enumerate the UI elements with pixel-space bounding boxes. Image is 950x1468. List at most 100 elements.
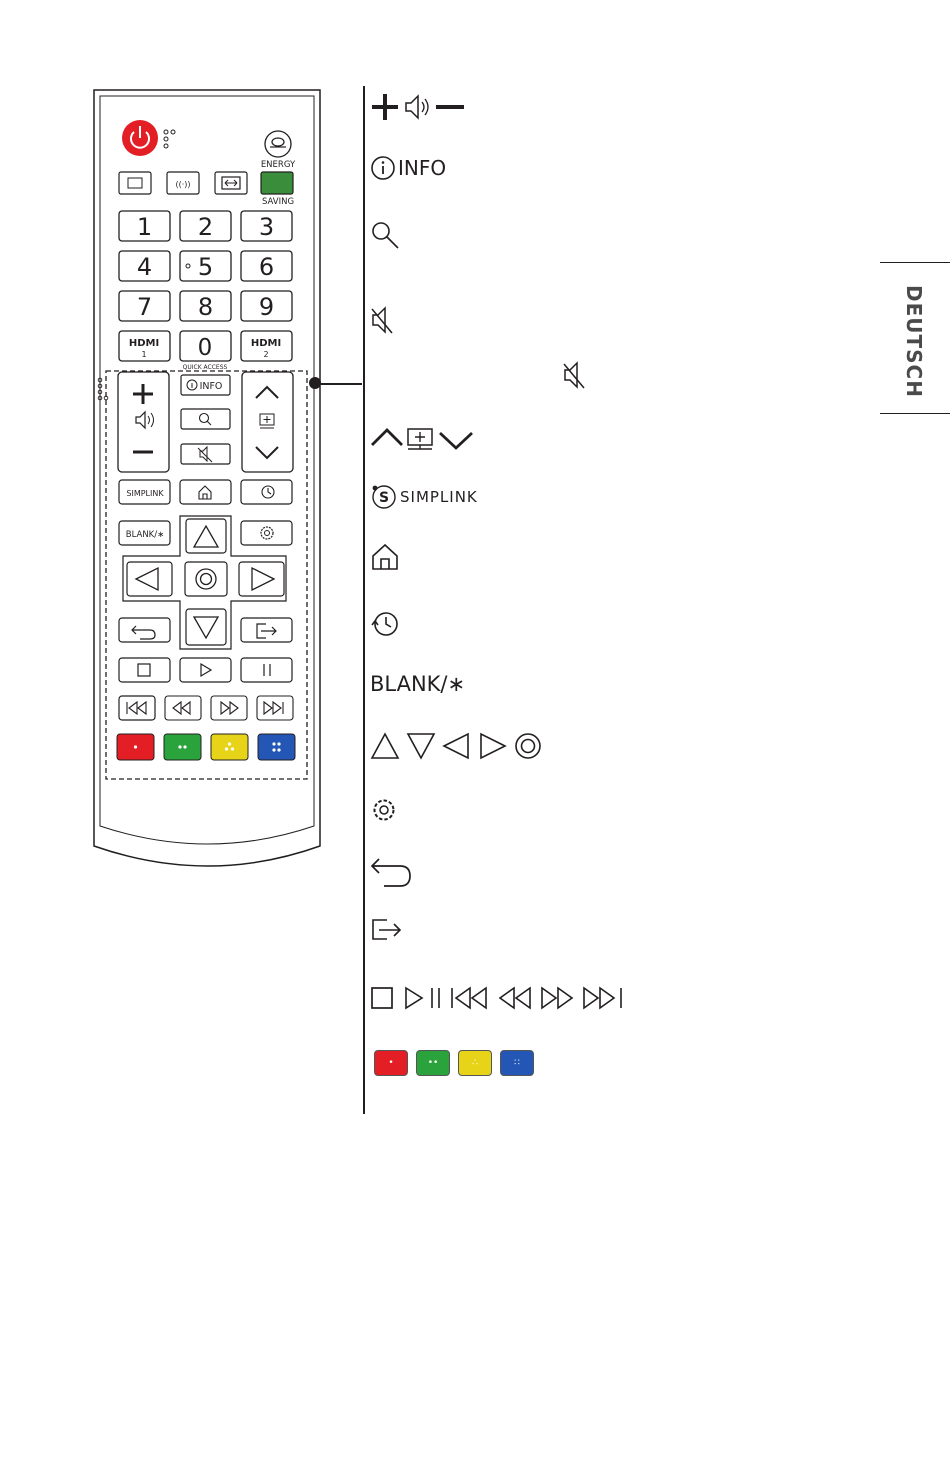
legend-home xyxy=(370,543,400,571)
mute-icon xyxy=(370,305,396,335)
channel-rocker[interactable] xyxy=(242,372,293,472)
svg-text:3: 3 xyxy=(259,213,274,241)
nav-ok-button[interactable] xyxy=(185,562,227,596)
home-button[interactable] xyxy=(180,480,231,504)
legend-color-keys: • •• ∴ ∷ xyxy=(374,1050,534,1076)
legend-volume xyxy=(370,92,466,122)
svg-text:SIMPLINK: SIMPLINK xyxy=(126,489,164,498)
sound-mode-button[interactable]: ((·)) xyxy=(167,172,199,194)
volume-rocker[interactable] xyxy=(118,372,169,472)
picture-mode-button[interactable] xyxy=(119,172,151,194)
hdmi1-button[interactable]: HDMI 1 xyxy=(119,331,170,361)
skip-back-icon xyxy=(452,988,486,1008)
energy-saving-button[interactable] xyxy=(261,172,293,194)
stop-button[interactable] xyxy=(119,658,170,682)
number-key-4[interactable]: 4 xyxy=(119,251,170,281)
zero-button[interactable]: 0 xyxy=(180,331,231,361)
svg-text:1: 1 xyxy=(137,213,152,241)
svg-text:7: 7 xyxy=(137,293,152,321)
blank-button[interactable]: BLANK/∗ xyxy=(119,521,170,545)
back-button[interactable] xyxy=(119,618,170,642)
ratio-button[interactable] xyxy=(215,172,247,194)
language-tab: DEUTSCH xyxy=(880,262,950,414)
legend-playback xyxy=(370,984,626,1012)
legend-blank: BLANK/∗ xyxy=(370,672,465,696)
playback-icons xyxy=(370,984,626,1012)
legend-simplink: S SIMPLINK xyxy=(370,483,478,511)
svg-text:0: 0 xyxy=(198,335,213,361)
exit-icon xyxy=(370,916,402,944)
number-key-9[interactable]: 9 xyxy=(241,291,292,321)
right-icon xyxy=(481,734,505,758)
number-key-8[interactable]: 8 xyxy=(180,291,231,321)
skip-forward-icon xyxy=(584,988,621,1008)
simplink-button[interactable]: SIMPLINK xyxy=(119,480,170,504)
svg-text:INFO: INFO xyxy=(200,381,223,392)
number-key-1[interactable]: 1 xyxy=(119,211,170,241)
info-button[interactable]: INFO xyxy=(181,375,230,395)
blue-key[interactable] xyxy=(258,734,295,760)
home-icon xyxy=(370,543,400,571)
svg-text:HDMI: HDMI xyxy=(129,338,159,349)
skip-forward-button[interactable] xyxy=(257,696,293,720)
nav-right-button[interactable] xyxy=(239,562,284,596)
number-key-7[interactable]: 7 xyxy=(119,291,170,321)
yellow-key-swatch: ∴ xyxy=(458,1050,492,1076)
svg-text:6: 6 xyxy=(259,253,274,281)
svg-text:1: 1 xyxy=(141,350,146,359)
left-icon xyxy=(444,734,468,758)
down-icon xyxy=(408,734,434,758)
simplink-icon: S xyxy=(370,483,398,511)
legend-search xyxy=(370,220,400,250)
rewind-button[interactable] xyxy=(165,696,201,720)
blue-key-swatch: ∷ xyxy=(500,1050,534,1076)
legend-exit xyxy=(370,916,402,944)
exit-button[interactable] xyxy=(241,618,292,642)
green-key-swatch: •• xyxy=(416,1050,450,1076)
nav-down-button[interactable] xyxy=(186,609,226,645)
red-key-swatch: • xyxy=(374,1050,408,1076)
settings-button[interactable] xyxy=(241,521,292,545)
legend-mute xyxy=(370,305,396,335)
search-icon xyxy=(370,220,400,250)
rewind-icon xyxy=(500,988,530,1008)
nav-up-button[interactable] xyxy=(186,519,226,553)
callout-line xyxy=(318,383,362,385)
svg-text:4: 4 xyxy=(137,253,152,281)
info-label: INFO xyxy=(398,156,446,180)
mute-icon-inline xyxy=(562,360,588,394)
quick-access-label: QUICK ACCESS xyxy=(183,364,228,371)
number-key-2[interactable]: 2 xyxy=(180,211,231,241)
fast-forward-button[interactable] xyxy=(211,696,247,720)
legend-info: INFO xyxy=(370,155,446,181)
stop-icon xyxy=(372,988,392,1008)
legend-settings xyxy=(370,796,398,824)
navigation-icons xyxy=(370,730,546,762)
number-key-6[interactable]: 6 xyxy=(241,251,292,281)
play-button[interactable] xyxy=(180,658,231,682)
energy-label-bottom: SAVING xyxy=(262,197,294,207)
volume-icon xyxy=(370,92,466,122)
yellow-key[interactable] xyxy=(211,734,248,760)
sound-mode-icon: ((·)) xyxy=(175,180,190,189)
number-key-5[interactable]: 5 xyxy=(180,251,231,281)
skip-back-button[interactable] xyxy=(119,696,155,720)
green-key[interactable] xyxy=(164,734,201,760)
nav-left-button[interactable] xyxy=(127,562,172,596)
number-key-3[interactable]: 3 xyxy=(241,211,292,241)
search-button[interactable] xyxy=(181,409,230,429)
mute-button[interactable] xyxy=(181,444,230,464)
recent-icon xyxy=(370,609,400,639)
power-button[interactable] xyxy=(122,120,158,156)
svg-text:8: 8 xyxy=(198,293,213,321)
recent-button[interactable] xyxy=(241,480,292,504)
svg-text:S: S xyxy=(379,490,389,506)
input-button[interactable] xyxy=(265,131,291,157)
hdmi2-button[interactable]: HDMI 2 xyxy=(241,331,292,361)
pause-button[interactable] xyxy=(241,658,292,682)
ok-icon xyxy=(516,734,540,758)
svg-text:5: 5 xyxy=(198,253,213,281)
simplink-label: SIMPLINK xyxy=(400,488,478,506)
legend-channel xyxy=(370,425,476,453)
red-key[interactable] xyxy=(117,734,154,760)
